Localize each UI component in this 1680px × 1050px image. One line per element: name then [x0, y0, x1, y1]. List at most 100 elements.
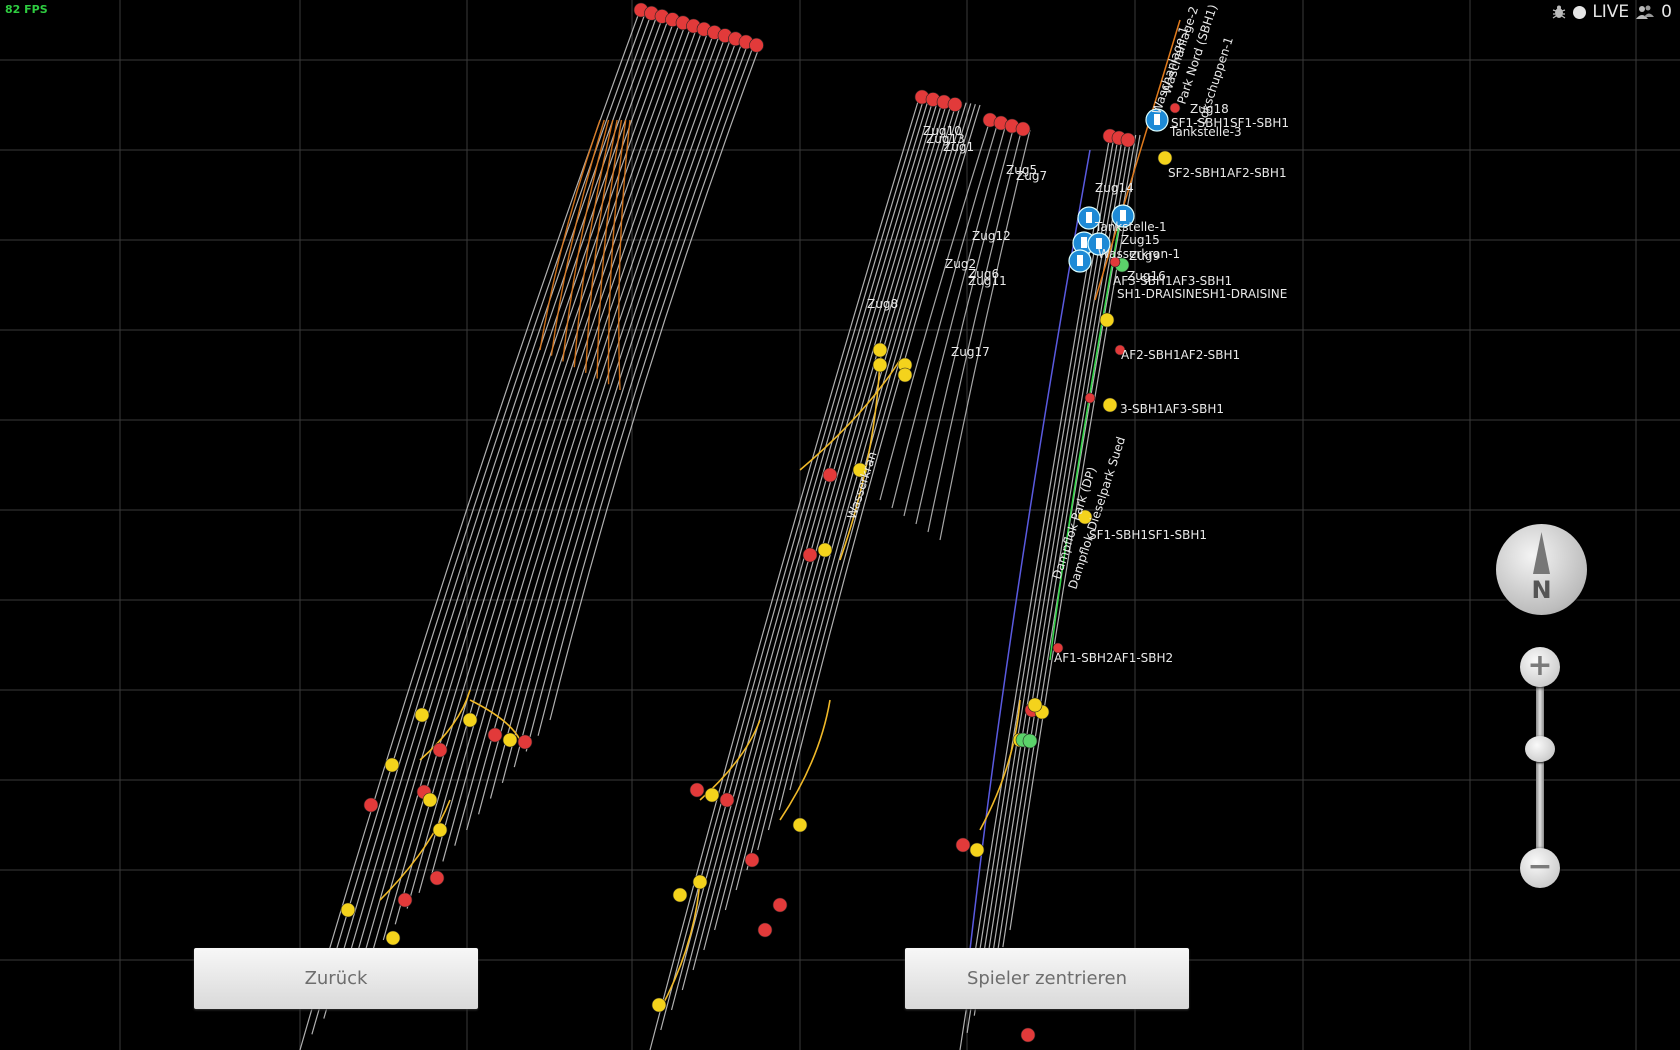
map-label: Zug18 — [1190, 102, 1229, 116]
signal-marker — [792, 817, 808, 833]
track-line — [903, 123, 1007, 517]
signal-marker — [397, 892, 413, 908]
track-line — [539, 119, 601, 351]
track-line — [430, 28, 704, 878]
track-line — [987, 134, 1128, 982]
track-line — [1009, 134, 1141, 931]
signal-marker — [955, 837, 971, 853]
signal-marker — [1027, 697, 1043, 713]
track-line — [525, 41, 750, 752]
signal-marker — [852, 462, 868, 478]
signal-marker — [1109, 256, 1121, 268]
signal-marker — [872, 357, 888, 373]
zoom-slider-handle[interactable] — [1525, 736, 1555, 762]
signal-marker — [772, 897, 788, 913]
zoom-out-button[interactable]: − — [1520, 848, 1560, 888]
track-line — [406, 24, 692, 909]
track-line — [299, 9, 641, 1050]
signal-marker — [432, 822, 448, 838]
map-label: Zug12 — [972, 229, 1011, 243]
signal-marker — [1102, 397, 1118, 413]
track-line — [370, 19, 675, 956]
track-line — [891, 121, 999, 509]
track-line — [347, 16, 664, 988]
track-line — [746, 101, 963, 871]
signal-marker — [822, 467, 838, 483]
map-label: 3-SBH1AF3-SBH1 — [1120, 402, 1224, 416]
compass-north-label: N — [1531, 576, 1552, 604]
center-player-button[interactable]: Spieler zentrieren — [905, 948, 1189, 1009]
signal-marker — [704, 787, 720, 803]
track-line — [979, 699, 1021, 831]
track-line — [659, 879, 701, 1011]
signal-marker — [802, 547, 818, 563]
track-line — [394, 23, 687, 925]
track-network — [299, 9, 1181, 1050]
track-line — [550, 119, 605, 356]
track-line — [980, 134, 1124, 999]
track-line — [442, 29, 710, 862]
track-line — [549, 44, 761, 721]
track-line — [973, 134, 1120, 1016]
bug-icon[interactable] — [1551, 4, 1567, 20]
status-bar: LIVE 0 — [1551, 2, 1672, 22]
signal-marker — [1015, 121, 1031, 137]
live-label: LIVE — [1592, 2, 1630, 22]
map-label: Zug10 — [923, 124, 962, 138]
track-line — [703, 98, 944, 951]
track-line — [418, 26, 698, 894]
signal-marker — [744, 852, 760, 868]
map-label: SF2-SBH1AF2-SBH1 — [1168, 166, 1287, 180]
map-label: Zug9 — [1129, 249, 1160, 263]
track-line — [537, 43, 755, 736]
track-line — [681, 97, 935, 991]
track-line — [1049, 219, 1121, 661]
signal-marker — [414, 707, 430, 723]
signal-marker — [719, 792, 735, 808]
player-count: 0 — [1661, 2, 1672, 22]
compass-needle-icon — [1533, 532, 1550, 574]
track-line — [649, 94, 921, 1050]
track-line — [585, 119, 618, 373]
signal-marker — [689, 782, 705, 798]
track-line — [879, 119, 991, 501]
track-line — [915, 125, 1015, 525]
fuel-pump-icon — [1081, 237, 1087, 248]
track-line — [789, 104, 981, 791]
map-label: Zug14 — [1095, 181, 1134, 195]
map-label: Zug15 — [1121, 233, 1160, 247]
zoom-slider-track[interactable] — [1536, 680, 1544, 870]
back-button[interactable]: Zurück — [194, 948, 478, 1009]
signal-marker — [1022, 733, 1038, 749]
track-line — [670, 96, 930, 1011]
track-line — [966, 134, 1115, 1033]
signal-marker — [1114, 344, 1126, 356]
track-line — [419, 689, 471, 761]
signal-marker — [1099, 312, 1115, 328]
track-line — [779, 699, 831, 821]
track-line — [477, 34, 727, 815]
signal-marker — [1077, 509, 1093, 525]
signal-marker — [432, 742, 448, 758]
signal-marker — [1169, 102, 1181, 114]
map-label: Zug13 — [926, 132, 965, 146]
signal-marker — [969, 842, 985, 858]
zoom-in-button[interactable]: + — [1520, 647, 1560, 687]
map-labels: Zug18Tankstelle-3SF1-SBH1SF1-SBH1SF2-SBH… — [845, 3, 1289, 665]
track-line — [1094, 19, 1181, 301]
signal-marker — [340, 902, 356, 918]
track-line — [501, 38, 738, 784]
players-icon — [1636, 5, 1655, 19]
track-line — [358, 18, 670, 972]
track-line — [489, 36, 732, 799]
compass[interactable]: N — [1496, 524, 1587, 615]
signal-marker — [363, 797, 379, 813]
track-line — [466, 33, 721, 831]
signal-marker — [757, 922, 773, 938]
signal-markers — [340, 2, 1181, 1043]
signal-marker — [1084, 392, 1096, 404]
track-line — [735, 100, 958, 891]
track-line — [927, 127, 1023, 533]
